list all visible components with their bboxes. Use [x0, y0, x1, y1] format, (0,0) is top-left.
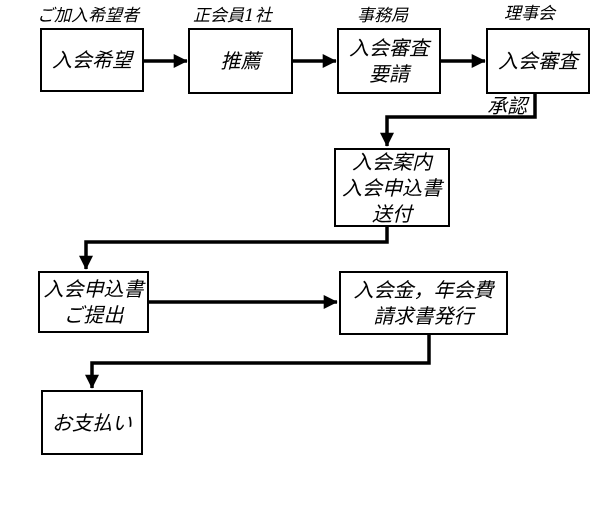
node-send-guide-and-form: 入会案内 入会申込書 送付	[334, 148, 450, 227]
node-payment: お支払い	[41, 390, 143, 455]
node-recommendation: 推薦	[188, 28, 293, 94]
actor-label-board: 理事会	[504, 4, 555, 24]
node-invoice-issue-line-1: 入会金，年会費	[353, 278, 494, 302]
node-payment-line: お支払い	[52, 410, 132, 435]
edge-label-approval: 承認	[487, 94, 527, 118]
actor-label-regular-member: 正会員1社	[193, 6, 272, 26]
node-invoice-issue: 入会金，年会費 請求書発行	[339, 271, 508, 335]
arrow-send-documents-to-submit	[79, 227, 389, 270]
node-join-request: 入会希望	[40, 28, 144, 92]
actor-label-secretariat: 事務局	[357, 6, 408, 26]
node-send-guide-line-1: 入会案内	[352, 149, 432, 174]
node-membership-review-line: 入会審査	[498, 49, 578, 73]
node-review-request-line-1: 入会審査	[349, 36, 429, 60]
node-review-request: 入会審査 要請	[337, 28, 441, 94]
actor-label-prospective-member: ご加入希望者	[37, 6, 139, 26]
node-send-guide-line-2: 入会申込書	[342, 175, 442, 200]
node-review-request-line-2: 要請	[369, 62, 409, 86]
node-send-guide-line-3: 送付	[372, 201, 412, 226]
node-recommendation-line: 推薦	[220, 49, 261, 73]
node-submit-form-line-2: ご提出	[63, 303, 124, 327]
arrow-review-to-send-documents	[380, 94, 537, 147]
node-submit-form-line-1: 入会申込書	[43, 277, 144, 301]
node-join-request-line: 入会希望	[52, 48, 132, 72]
arrow-invoice-to-payment	[85, 335, 431, 389]
node-submit-form: 入会申込書 ご提出	[38, 271, 149, 333]
node-invoice-issue-line-2: 請求書発行	[373, 304, 474, 328]
node-membership-review: 入会審査	[486, 28, 590, 94]
